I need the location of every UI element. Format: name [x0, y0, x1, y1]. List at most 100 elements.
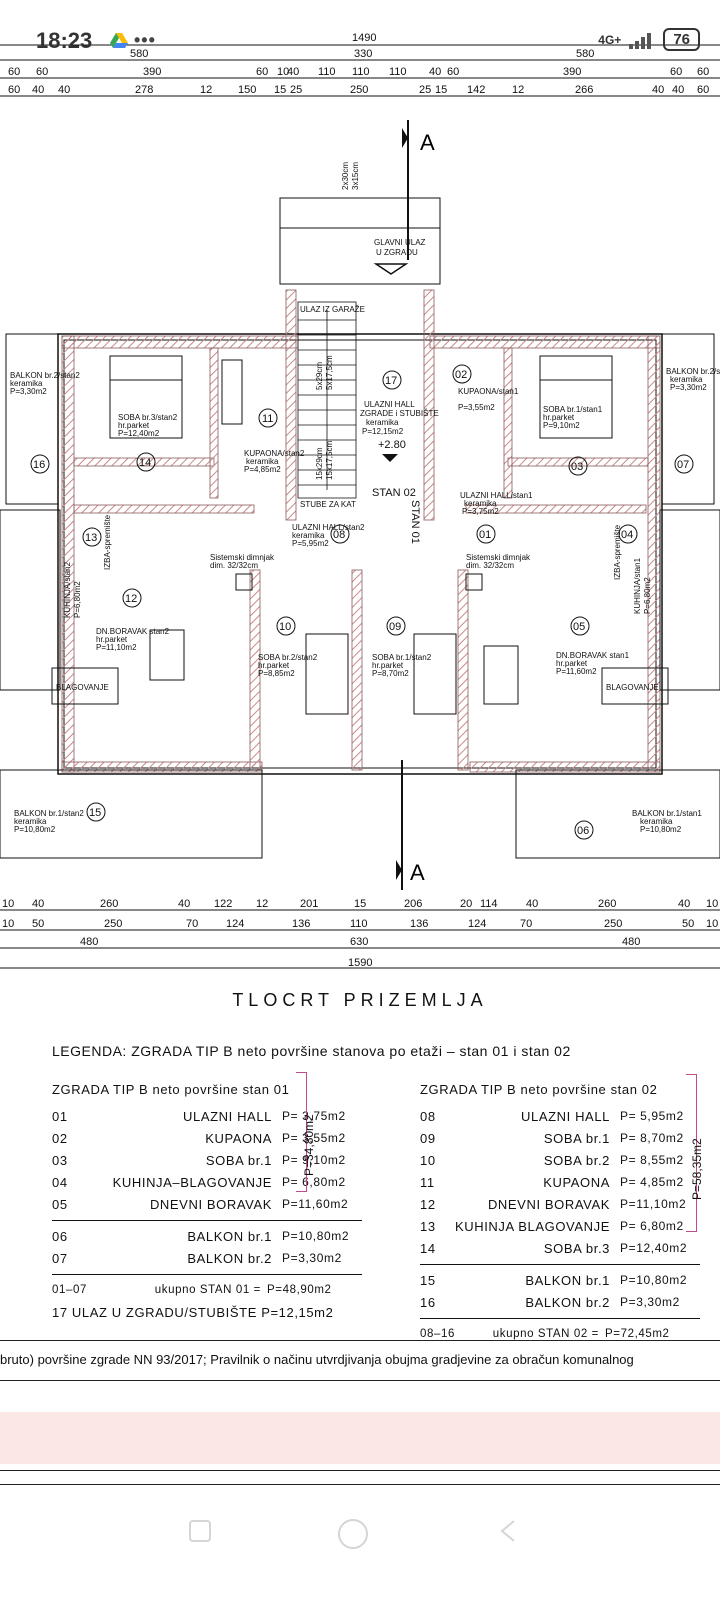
svg-text:40: 40	[58, 84, 70, 96]
svg-text:25: 25	[419, 84, 431, 96]
room-06[interactable]: 06 BALKON br.1/stan1 keramika P=10,80m2	[574, 809, 702, 840]
home-button[interactable]	[336, 1517, 370, 1551]
svg-text:P=12,40m2: P=12,40m2	[118, 429, 160, 438]
svg-text:266: 266	[575, 84, 593, 96]
svg-text:SOBA br.1/stan1: SOBA br.1/stan1	[543, 405, 603, 414]
svg-text:keramika: keramika	[10, 379, 43, 388]
svg-text:keramika: keramika	[670, 375, 703, 384]
room-02[interactable]: 02 KUPAONA/stan1 P=3,55m2	[452, 364, 519, 412]
bracket-right	[686, 1074, 697, 1232]
svg-text:136: 136	[292, 918, 310, 930]
room-17[interactable]: 17 ULAZNI HALL ZGRADE i STUBIŠTE keramik…	[360, 370, 439, 462]
svg-text:05: 05	[573, 621, 585, 633]
room-01[interactable]: ULAZNI HALL/stan1 keramika P=3,75m2 01	[460, 491, 533, 544]
svg-text:P=8,85m2: P=8,85m2	[258, 669, 295, 678]
divider	[52, 1274, 362, 1275]
back-button[interactable]	[494, 1517, 522, 1545]
divider	[420, 1264, 700, 1265]
svg-text:03: 03	[571, 461, 583, 473]
dim-top: 580	[130, 48, 148, 60]
svg-text:201: 201	[300, 898, 318, 910]
dim-total-top: 1490	[352, 32, 376, 44]
svg-text:SOBA br.1/stan2: SOBA br.1/stan2	[372, 653, 432, 662]
svg-text:40: 40	[32, 898, 44, 910]
svg-text:60: 60	[36, 66, 48, 78]
svg-text:hr.parket: hr.parket	[118, 421, 150, 430]
plan-title: TLOCRT PRIZEMLJA	[232, 990, 488, 1010]
room-14[interactable]: SOBA br.3/stan2 hr.parket P=12,40m2 14	[109, 355, 183, 472]
status-bar: 18:23 ••• 4G+ 76	[0, 0, 720, 60]
svg-text:15: 15	[354, 898, 366, 910]
svg-text:10: 10	[2, 898, 14, 910]
svg-text:06: 06	[577, 825, 589, 837]
svg-text:dim. 32/32cm: dim. 32/32cm	[466, 561, 514, 570]
svg-text:110: 110	[352, 66, 370, 78]
room-12[interactable]: KUHINJA/stan2 P=6,80m2 12 DN.BORAVAK sta…	[63, 561, 142, 618]
living-room-stan2[interactable]: DN.BORAVAK stan2 hr.parket P=11,10m2 BLA…	[51, 627, 185, 705]
svg-text:P=10,80m2: P=10,80m2	[14, 825, 56, 834]
bottom-dims-row2: 10 50 250 70 124 136 110 136 124 70 250 …	[2, 918, 718, 930]
svg-text:P=3,30m2: P=3,30m2	[10, 387, 47, 396]
section-marker-top: A	[402, 120, 435, 260]
svg-text:P=11,10m2: P=11,10m2	[96, 643, 137, 652]
room-04[interactable]: 04 IZBA-spremište KUHINJA/stan1 P=6,80m2	[613, 524, 652, 614]
svg-text:60: 60	[447, 66, 459, 78]
stairwell	[297, 301, 357, 499]
svg-text:01: 01	[479, 529, 491, 541]
menu-button[interactable]	[186, 1517, 214, 1545]
svg-text:25: 25	[290, 84, 302, 96]
stan02-label: STAN 02	[372, 487, 416, 499]
notification-icons: •••	[110, 30, 156, 51]
svg-text:ZGRADE i STUBIŠTE: ZGRADE i STUBIŠTE	[360, 409, 439, 418]
chimney-right: Sistemski dimnjak dim. 32/32cm	[465, 553, 531, 591]
svg-text:60: 60	[697, 66, 709, 78]
svg-text:hr.parket: hr.parket	[372, 661, 404, 670]
divider	[52, 1220, 362, 1221]
svg-text:dim. 32/32cm: dim. 32/32cm	[210, 561, 258, 570]
svg-text:02: 02	[455, 369, 467, 381]
floor-plan-drawing[interactable]: 1490 580 330 580 60 60 390 60 10 40 110 …	[0, 0, 720, 1000]
room-10[interactable]: 10 SOBA br.2/stan2 hr.parket P=8,85m2	[258, 616, 349, 715]
stan01-label: STAN 01	[409, 500, 421, 544]
svg-text:150: 150	[238, 84, 256, 96]
svg-text:260: 260	[100, 898, 118, 910]
svg-text:P=3,75m2: P=3,75m2	[462, 507, 499, 516]
room-07[interactable]: BALKON br.2/stan1 keramika P=3,30m2 07	[666, 367, 720, 474]
svg-text:08: 08	[333, 529, 345, 541]
svg-text:390: 390	[563, 66, 581, 78]
room-05[interactable]: 05 DN.BORAVAK stan1 hr.parket P=11,60m2 …	[483, 616, 669, 705]
bracket-left	[296, 1072, 307, 1192]
divider	[0, 1470, 720, 1471]
svg-text:10: 10	[706, 918, 718, 930]
room-08[interactable]: ULAZNI HALL/stan2 keramika P=5,95m2 08	[292, 523, 365, 548]
svg-text:Sistemski dimnjak: Sistemski dimnjak	[466, 553, 531, 562]
room-09[interactable]: 09 SOBA br.1/stan2 hr.parket P=8,70m2	[372, 616, 457, 715]
svg-text:12: 12	[512, 84, 524, 96]
svg-text:DN.BORAVAK stan2: DN.BORAVAK stan2	[96, 627, 170, 636]
svg-text:hr.parket: hr.parket	[96, 635, 128, 644]
room-11[interactable]: 11 KUPAONA/stan2 keramika P=4,85m2	[221, 359, 305, 474]
divider	[420, 1318, 700, 1319]
dim-top: 330	[354, 48, 372, 60]
svg-text:15x29cm: 15x29cm	[315, 447, 324, 480]
clock: 18:23	[36, 28, 93, 53]
bracket-right-label: P=58,35m2	[690, 1138, 704, 1200]
room-16[interactable]: BALKON br.2/stan2 keramika P=3,30m2 16	[10, 371, 80, 474]
room-15[interactable]: 15 BALKON br.1/stan2 keramika P=10,80m2	[14, 802, 106, 834]
room-03[interactable]: SOBA br.1/stan1 hr.parket P=9,10m2 03	[539, 355, 613, 476]
svg-text:A: A	[420, 130, 435, 155]
bottom-dims-row1: 10 40 260 40 122 12 201 15 206 20 114 40…	[2, 898, 718, 910]
room-13[interactable]: 13 IZBA-spremište	[82, 514, 112, 570]
svg-text:13: 13	[85, 532, 97, 544]
